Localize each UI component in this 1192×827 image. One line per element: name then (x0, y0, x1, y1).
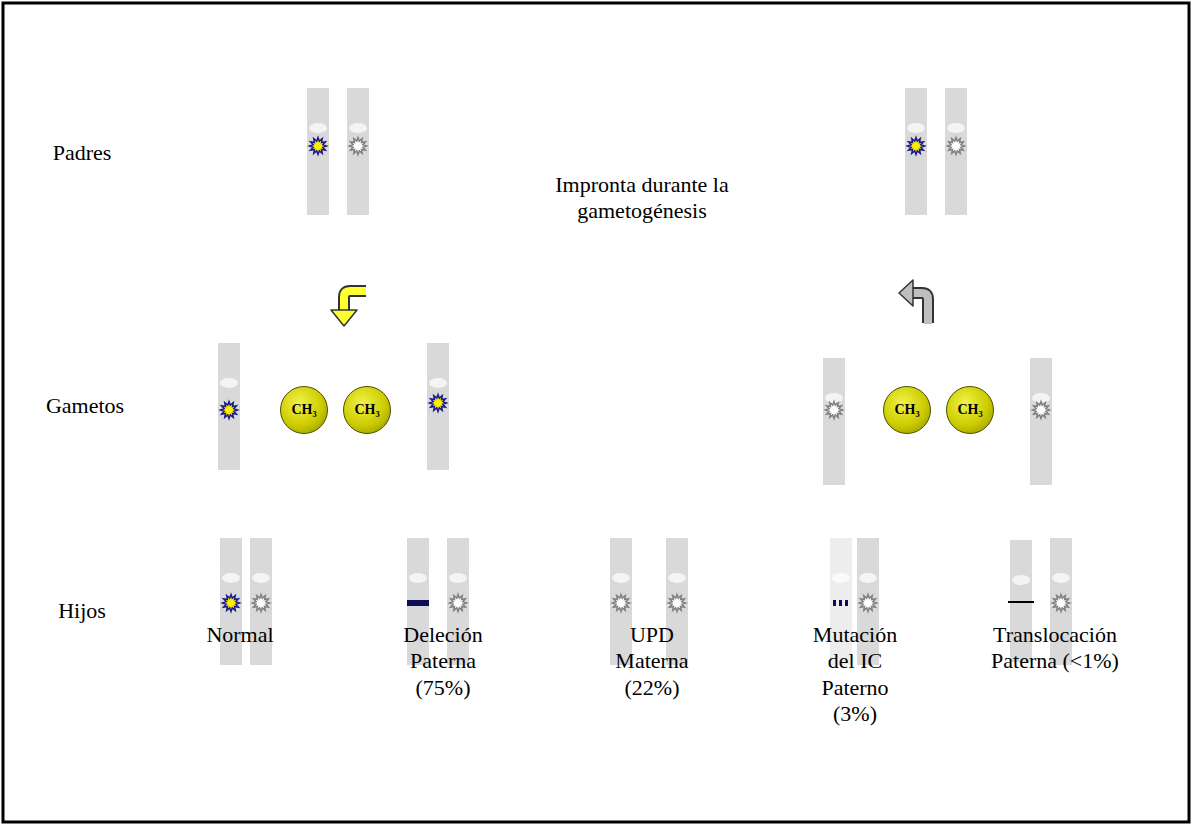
imprinting-arrows (331, 280, 928, 326)
methyl-circle: CH₃ (280, 386, 328, 434)
methyl-label: CH₃ (354, 402, 379, 418)
case-caption: UPD Materna (22%) (595, 622, 710, 701)
case-caption: Deleción Paterna (75%) (383, 622, 503, 701)
row-label: Hijos (17, 598, 147, 624)
row-label: Gametos (20, 393, 150, 419)
case-caption: Mutación del IC Paterno (3%) (803, 622, 907, 728)
methyl-label: CH₃ (894, 402, 919, 418)
methyl-circle: CH₃ (883, 386, 931, 434)
row-label: Padres (17, 140, 147, 166)
methyl-label: CH₃ (291, 402, 316, 418)
case-caption: Translocación Paterna (<1%) (975, 622, 1135, 675)
gamete-chromosomes (218, 343, 1052, 485)
methyl-circle: CH₃ (343, 386, 391, 434)
methyl-label: CH₃ (957, 402, 982, 418)
process-caption: Impronta durante la gametogénesis (522, 172, 762, 225)
methyl-circle: CH₃ (946, 386, 994, 434)
frame (3, 3, 1189, 822)
case-caption: Normal (180, 622, 300, 648)
